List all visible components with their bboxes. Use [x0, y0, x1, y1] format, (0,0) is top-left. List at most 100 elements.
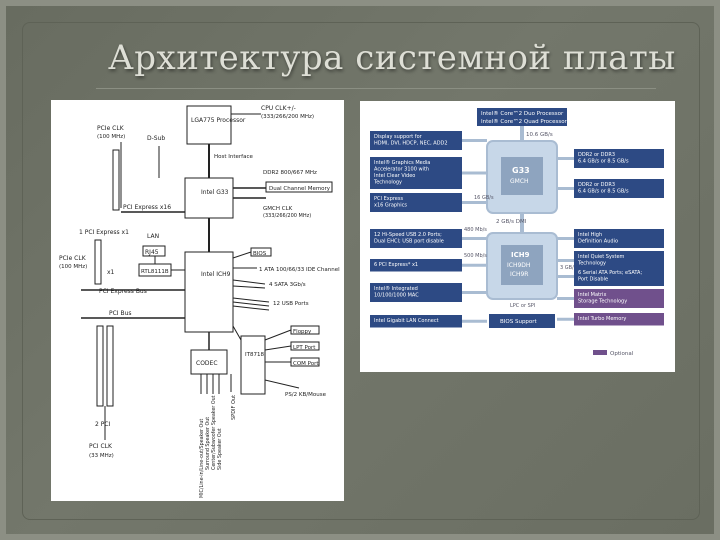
right-feature-2-box	[574, 179, 664, 198]
audio-lines	[200, 374, 232, 394]
right-feature-5-text: Port Disable	[578, 277, 608, 283]
fsb-label: 10.6 GB/s	[526, 132, 553, 138]
pcie-x1-label: 1 PCI Express x1	[79, 229, 129, 236]
right-feature-3-text: Intel High	[578, 232, 602, 238]
cpu-box	[477, 108, 567, 126]
cpu-clk-label: CPU CLK+/-	[261, 105, 296, 112]
gmch-clk-freq: (333/266/200 MHz)	[263, 213, 311, 219]
floppy-label: Floppy	[293, 329, 312, 335]
sio-io-lines	[264, 329, 300, 389]
pci-slot-2	[106, 325, 114, 407]
left-feature-6-text: 10/100/1000 MAC	[374, 293, 419, 299]
usb-label: 12 USB Ports	[273, 301, 309, 307]
right-feature-7-box	[574, 313, 664, 326]
gfx-bw-label: 16 GB/s	[474, 195, 494, 201]
left-feature-4-box	[370, 229, 462, 248]
ich-name: ICH9	[511, 251, 530, 259]
bios-support-box	[489, 314, 555, 328]
right-feature-3-text: Definition Audio	[578, 239, 618, 245]
left-feature-2-text: Intel Clear Video	[374, 173, 415, 179]
cpu-clk-freq: (333/266/200 MHz)	[261, 114, 314, 120]
host-interface-label: Host Interface	[214, 154, 254, 160]
pcie-x1-slot	[94, 239, 102, 285]
lan-links	[154, 256, 185, 271]
lpc-label: LPC or SPI	[510, 303, 535, 309]
gmch-sub: GMCH	[510, 178, 529, 185]
left-feature-7-text: Intel Gigabit LAN Connect	[374, 318, 439, 324]
left-feature-5-box	[370, 259, 462, 272]
sata-label: 4 SATA 3Gb/s	[269, 282, 306, 288]
audio-out-1: MIC/Line-in/Line-out/Speaker Out	[199, 419, 205, 498]
sata-bw-label: 3 GB/s	[560, 265, 577, 271]
gmch-box	[184, 177, 234, 219]
board-diagram-svg: LGA775 Processor CPU CLK+/- (333/266/200…	[59, 105, 340, 498]
dual-channel-box	[265, 181, 333, 193]
left-feature-6-text: Intel® Integrated	[374, 285, 418, 292]
title-underline	[96, 88, 656, 89]
pci-clk-label: PCI CLK	[89, 443, 113, 450]
left-feature-2-text: Technology	[373, 180, 402, 186]
optional-legend-label: Optional	[610, 351, 634, 357]
left-feature-3-text: PCI Express	[374, 196, 403, 202]
codec-box	[190, 349, 228, 375]
rj45-box	[142, 245, 166, 257]
lpc-link	[232, 325, 242, 341]
bios-label: BIOS	[253, 251, 267, 257]
right-feature-5-box	[574, 267, 664, 286]
memory-bus	[233, 187, 266, 199]
pcie-bus-label: PCI Express Bus	[99, 288, 147, 295]
gmch-clk-label: GMCH CLK	[263, 206, 293, 212]
ps2-label: PS/2 KB/Mouse	[285, 392, 327, 398]
pcie-bw-label: 500 Mb/s	[464, 253, 487, 259]
ich-label: Intel ICH9	[201, 271, 231, 278]
gmch-core	[501, 157, 543, 195]
slide-inner-frame	[22, 22, 700, 520]
optional-legend-swatch	[593, 350, 607, 355]
audio-out-3: Center/Subwoofer Speaker Out	[211, 395, 217, 470]
gmch-name: G33	[512, 166, 530, 175]
left-feature-4-text: 12 Hi-Speed USB 2.0 Ports;	[374, 232, 442, 238]
pcie-clk-top-freq: (100 MHz)	[97, 134, 125, 140]
left-feature-1-box	[370, 131, 462, 150]
right-feature-1-box	[574, 149, 664, 168]
right-feature-2-text: DDR2 or DDR3	[578, 182, 615, 188]
left-feature-7-box	[370, 315, 462, 328]
left-feature-5-text: 6 PCI Express* x1	[374, 262, 418, 268]
ich-io-lines	[232, 251, 270, 311]
usb-bw-label: 480 Mb/s	[464, 227, 487, 233]
audio-out-4: Side Speaker Out	[217, 428, 223, 470]
right-feature-4-box	[574, 251, 664, 270]
left-feature-2-text: Accelerator 3100 with	[374, 167, 429, 173]
board-block-diagram: LGA775 Processor CPU CLK+/- (333/266/200…	[51, 100, 344, 501]
right-feature-7-text: Intel Turbo Memory	[578, 316, 626, 322]
pcie-x16-slot	[112, 149, 120, 211]
two-pci-label: 2 PCI	[95, 421, 111, 428]
pci-slot-1	[96, 325, 104, 407]
audio-out-2: Surround Speaker Out	[205, 417, 211, 470]
gmch-label: Intel G33	[201, 189, 229, 196]
com-label: COM Port	[293, 361, 319, 367]
pcie-x16-label: PCI Express x16	[123, 204, 171, 211]
lpt-label: LPT Port	[293, 345, 316, 351]
ata-label: 1 ATA 100/66/33 IDE Channel	[259, 267, 340, 273]
spdif-label: SPDIF Out	[231, 395, 237, 420]
slide-title: Архитектура системной платы	[108, 38, 676, 78]
ich-core	[501, 245, 543, 285]
intel-chipset-diagram: Intel® Core™2 Duo Processor Intel® Core™…	[360, 101, 675, 372]
left-feature-1-text: Display support for	[374, 134, 423, 140]
dual-channel-label: Dual Channel Memory	[269, 186, 331, 192]
dmi-label: 2 GB/s DMI	[496, 219, 527, 225]
pcie-clk-mid-freq: (100 MHz)	[59, 264, 87, 270]
cpu-line1: Intel® Core™2 Duo Processor	[481, 110, 564, 117]
left-feature-3-box	[370, 193, 462, 212]
x1-label: x1	[107, 269, 115, 276]
left-feature-2-text: Intel® Graphics Media	[374, 159, 430, 166]
ich-sub2: ICH9R	[510, 271, 528, 278]
rj45-label: RJ45	[145, 249, 159, 256]
ich-box	[184, 251, 234, 333]
sio-box	[240, 335, 266, 395]
cpu-box	[186, 105, 232, 145]
right-feature-5-text: 6 Serial ATA Ports; eSATA;	[578, 270, 642, 276]
left-feature-2-box	[370, 157, 462, 189]
